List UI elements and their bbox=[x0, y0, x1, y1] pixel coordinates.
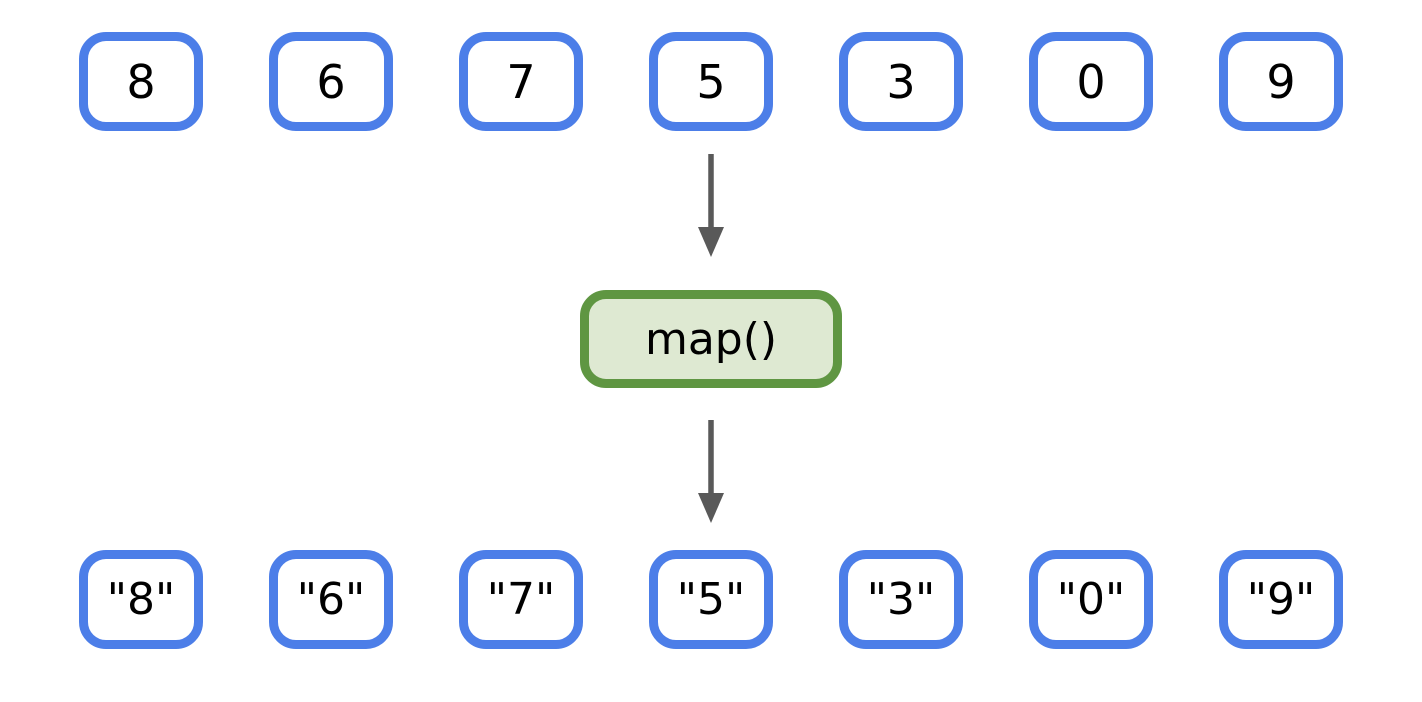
input-item-box: 9 bbox=[1219, 32, 1343, 131]
input-array-row: 8 6 7 5 3 0 9 bbox=[79, 32, 1343, 131]
input-item-box: 0 bbox=[1029, 32, 1153, 131]
input-item-box: 3 bbox=[839, 32, 963, 131]
input-item-box: 6 bbox=[269, 32, 393, 131]
output-item-box: "3" bbox=[839, 550, 963, 649]
output-item-box: "9" bbox=[1219, 550, 1343, 649]
input-item-box: 8 bbox=[79, 32, 203, 131]
output-array-row: "8" "6" "7" "5" "3" "0" "9" bbox=[79, 550, 1343, 649]
input-item-box: 5 bbox=[649, 32, 773, 131]
down-arrow-icon bbox=[698, 420, 724, 523]
output-item-box: "6" bbox=[269, 550, 393, 649]
output-item-box: "7" bbox=[459, 550, 583, 649]
map-function-box: map() bbox=[580, 290, 842, 388]
input-item-box: 7 bbox=[459, 32, 583, 131]
down-arrow-icon bbox=[698, 154, 724, 257]
output-item-box: "0" bbox=[1029, 550, 1153, 649]
output-item-box: "5" bbox=[649, 550, 773, 649]
output-item-box: "8" bbox=[79, 550, 203, 649]
